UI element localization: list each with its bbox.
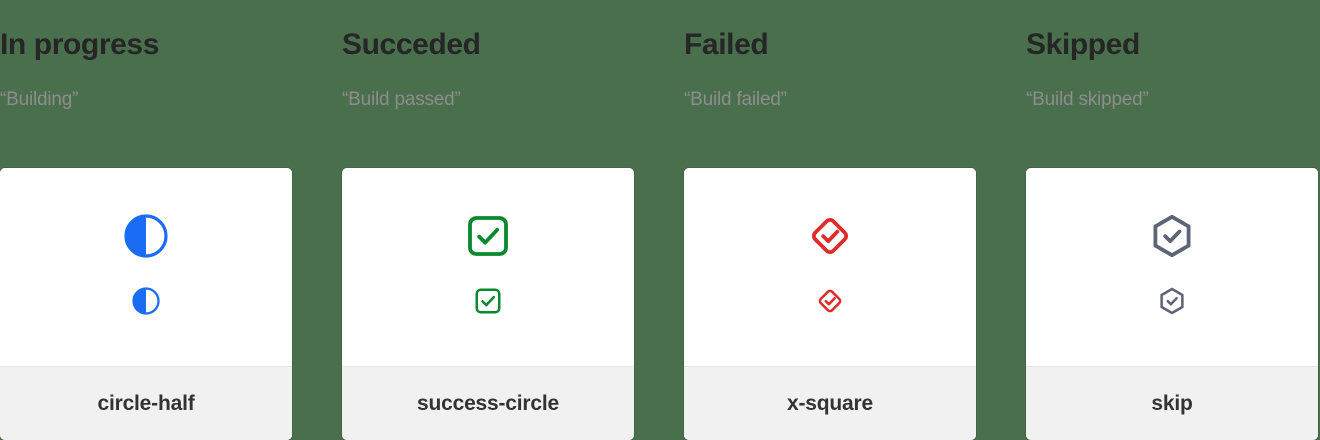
icon-name-label: x-square — [787, 391, 873, 415]
column-subtitle: “Build skipped” — [1026, 89, 1149, 110]
icon-name-label: success-circle — [417, 391, 559, 415]
icon-card-body — [0, 168, 292, 366]
icon-card-body — [684, 168, 976, 366]
icon-card[interactable]: skip — [1026, 168, 1318, 440]
icon-card-body — [1026, 168, 1318, 366]
column-title: Failed — [684, 28, 769, 61]
column-header: Failed “Build failed” — [684, 28, 1014, 110]
icon-card[interactable]: circle-half — [0, 168, 292, 440]
column-title: Succeded — [342, 28, 481, 61]
column-header: Succeded “Build passed” — [342, 28, 672, 110]
icon-card-footer: skip — [1026, 366, 1318, 440]
column-subtitle: “Build passed” — [342, 89, 461, 110]
icon-card[interactable]: x-square — [684, 168, 976, 440]
x-square-icon-small — [815, 286, 845, 316]
circle-half-icon-small — [131, 286, 161, 316]
icon-name-label: circle-half — [97, 391, 195, 415]
icon-card-footer: success-circle — [342, 366, 634, 440]
column-header: Skipped “Build skipped” — [1026, 28, 1320, 110]
column-title: In progress — [0, 28, 159, 61]
skip-icon-small — [1157, 286, 1187, 316]
column-header: In progress “Building” — [0, 28, 330, 110]
success-circle-icon-small — [473, 286, 503, 316]
column-subtitle: “Building” — [0, 89, 79, 110]
success-circle-icon — [464, 212, 512, 260]
column-subtitle: “Build failed” — [684, 89, 787, 110]
icon-name-label: skip — [1151, 391, 1193, 415]
skip-icon — [1148, 212, 1196, 260]
icon-card-footer: circle-half — [0, 366, 292, 440]
icon-card-footer: x-square — [684, 366, 976, 440]
x-square-icon — [806, 212, 854, 260]
circle-half-icon — [122, 212, 170, 260]
column-title: Skipped — [1026, 28, 1140, 61]
icon-card[interactable]: success-circle — [342, 168, 634, 440]
icon-card-body — [342, 168, 634, 366]
